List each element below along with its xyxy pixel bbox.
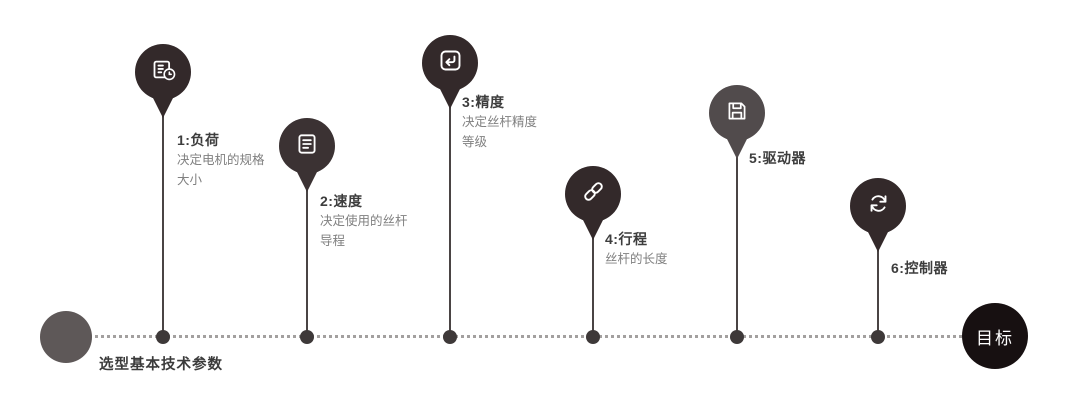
- step-desc: 丝杆的长度: [605, 252, 668, 266]
- step-connector: [877, 248, 879, 331]
- refresh-icon: [865, 190, 892, 222]
- step-pin-point: [296, 170, 318, 192]
- step-label: 1:负荷: [177, 132, 220, 148]
- start-node: [40, 311, 92, 363]
- step-desc: 决定丝杆精度 等级: [462, 115, 538, 149]
- step-pin: [422, 35, 478, 91]
- step-pin: [135, 44, 191, 100]
- step-connector: [736, 155, 738, 331]
- timeline-dotted-line: [66, 335, 986, 338]
- timeline-dot: [871, 330, 885, 344]
- timeline-dot: [730, 330, 744, 344]
- timeline-dot: [300, 330, 314, 344]
- goal-node: 目标: [962, 303, 1028, 369]
- step-pin: [850, 178, 906, 234]
- start-label: 选型基本技术参数: [99, 357, 223, 373]
- save-disk-icon: [724, 98, 750, 129]
- chain-link-icon: [580, 178, 607, 210]
- step-label: 3:精度: [462, 94, 505, 110]
- timeline-dot: [156, 330, 170, 344]
- step-pin: [709, 85, 765, 141]
- step-pin-point: [152, 96, 174, 118]
- step-connector: [306, 188, 308, 331]
- step-label: 5:驱动器: [749, 150, 806, 166]
- package-clock-icon: [150, 56, 177, 88]
- step-pin: [565, 166, 621, 222]
- step-label: 2:速度: [320, 193, 363, 209]
- step-connector: [592, 236, 594, 331]
- timeline-dot: [443, 330, 457, 344]
- step-pin-point: [867, 230, 889, 252]
- step-connector: [449, 105, 451, 331]
- goal-label: 目标: [976, 328, 1014, 348]
- step-pin-point: [582, 218, 604, 240]
- step-desc: 决定使用的丝杆 导程: [320, 214, 408, 248]
- timeline-dot: [586, 330, 600, 344]
- step-desc: 决定电机的规格 大小: [177, 153, 265, 187]
- document-lines-icon: [294, 131, 320, 162]
- step-connector: [162, 114, 164, 331]
- step-pin-point: [726, 137, 748, 159]
- step-label: 4:行程: [605, 231, 648, 247]
- step-pin: [279, 118, 335, 174]
- step-pin-point: [439, 87, 461, 109]
- step-label: 6:控制器: [891, 260, 948, 276]
- return-arrow-icon: [437, 47, 464, 79]
